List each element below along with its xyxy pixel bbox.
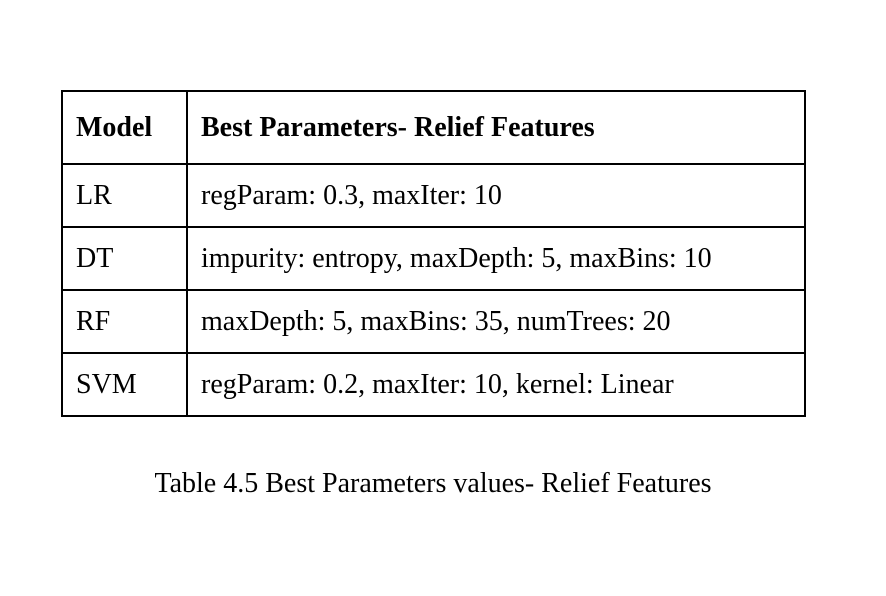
table-row: DT impurity: entropy, maxDepth: 5, maxBi…	[61, 226, 806, 291]
header-best-parameters: Best Parameters- Relief Features	[186, 90, 806, 165]
parameters-cell: regParam: 0.3, maxIter: 10	[186, 163, 806, 228]
parameters-cell: maxDepth: 5, maxBins: 35, numTrees: 20	[186, 289, 806, 354]
header-model: Model	[61, 90, 188, 165]
table-row: SVM regParam: 0.2, maxIter: 10, kernel: …	[61, 352, 806, 417]
parameters-table: Model Best Parameters- Relief Features L…	[61, 90, 806, 417]
model-cell: LR	[61, 163, 188, 228]
model-cell: RF	[61, 289, 188, 354]
model-cell: DT	[61, 226, 188, 291]
table-row: LR regParam: 0.3, maxIter: 10	[61, 163, 806, 228]
table-caption: Table 4.5 Best Parameters values- Relief…	[154, 468, 712, 499]
table-row: RF maxDepth: 5, maxBins: 35, numTrees: 2…	[61, 289, 806, 354]
model-cell: SVM	[61, 352, 188, 417]
table-header-row: Model Best Parameters- Relief Features	[61, 90, 806, 165]
parameters-cell: regParam: 0.2, maxIter: 10, kernel: Line…	[186, 352, 806, 417]
parameters-cell: impurity: entropy, maxDepth: 5, maxBins:…	[186, 226, 806, 291]
